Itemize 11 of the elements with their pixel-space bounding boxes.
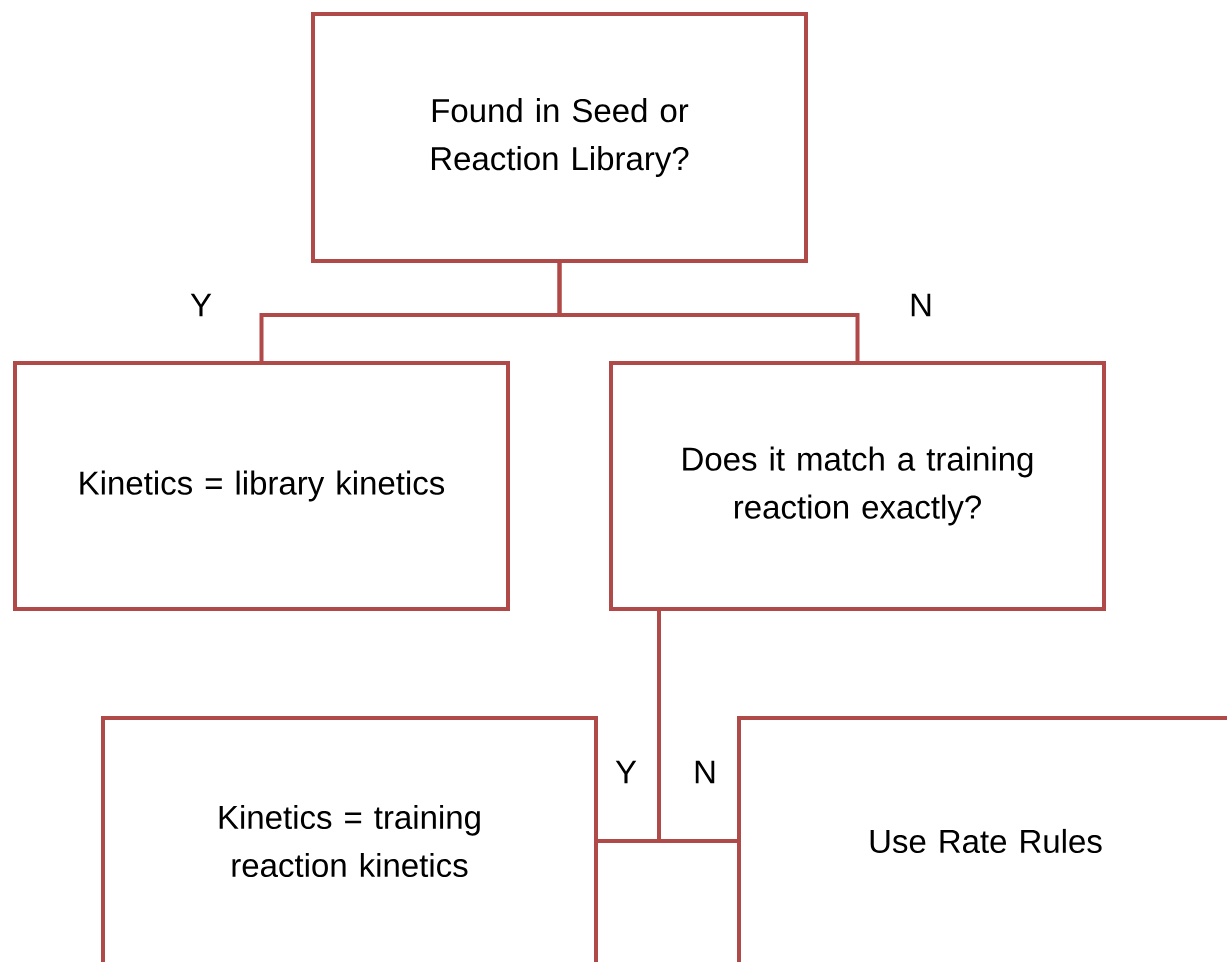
connector-line	[557, 263, 860, 361]
edge-label: Y	[188, 291, 214, 319]
process-box: Does it match a training reaction exactly?	[609, 361, 1106, 611]
connector-line	[657, 611, 737, 843]
edge-label: N	[691, 758, 719, 786]
process-box: Kinetics = training reaction kinetics	[101, 716, 598, 962]
edge-label: Y	[613, 758, 639, 786]
process-box: Kinetics = library kinetics	[13, 361, 510, 611]
edge-label: N	[907, 291, 935, 319]
process-box: Found in Seed or Reaction Library?	[311, 12, 808, 263]
process-box: Use Rate Rules	[737, 716, 1227, 962]
